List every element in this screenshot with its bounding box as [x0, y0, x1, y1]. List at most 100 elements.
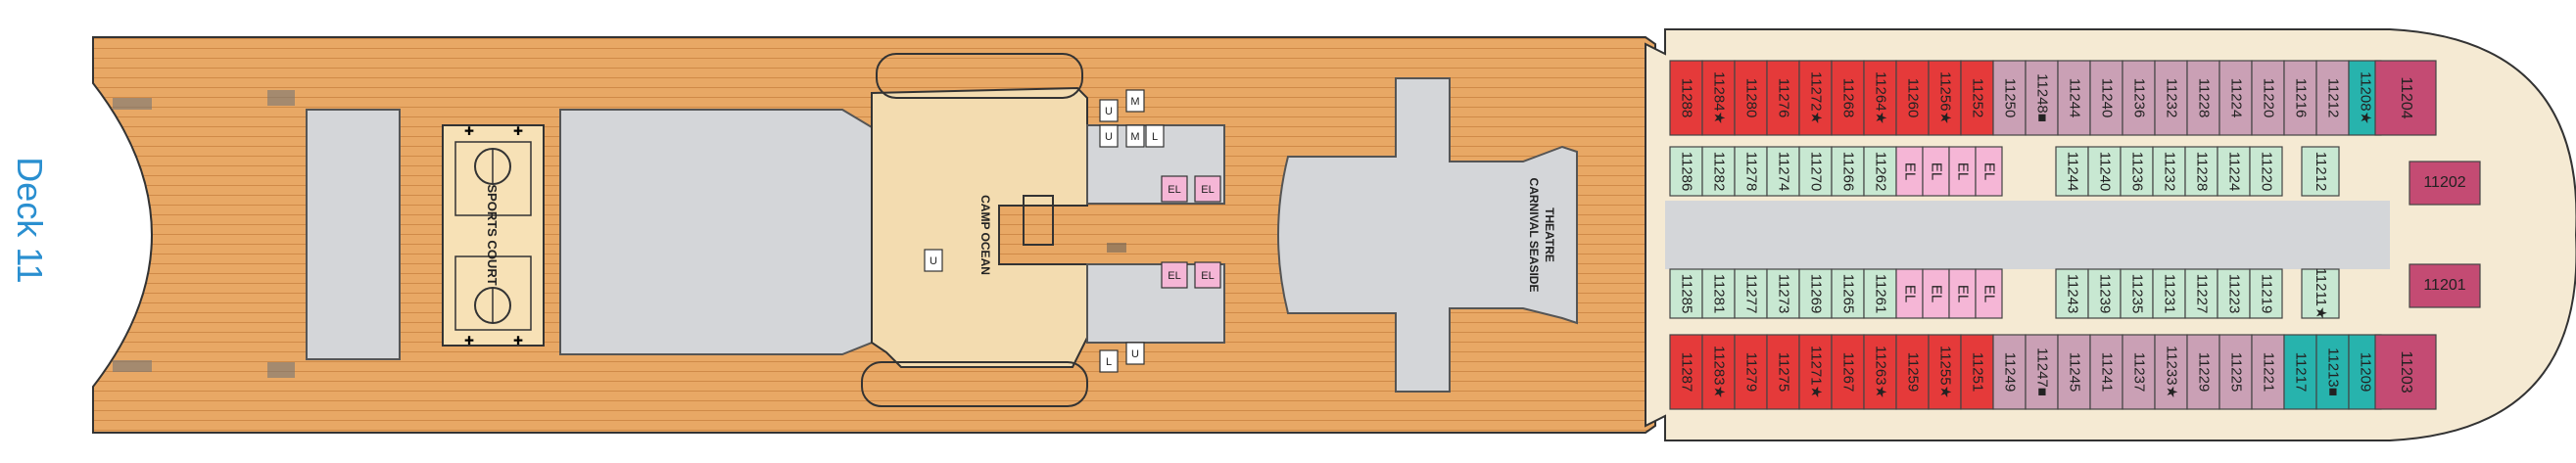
- cabin-11276[interactable]: 11276: [1766, 60, 1800, 136]
- cabin-11224[interactable]: 11224: [2218, 60, 2253, 136]
- cabin-11264★[interactable]: 11264★: [1863, 60, 1897, 136]
- cabin-11236[interactable]: 11236: [2120, 146, 2154, 197]
- cabin-number: 11249: [2002, 352, 2019, 393]
- cabin-11211★[interactable]: 11211★: [2301, 268, 2340, 320]
- cabin-number: 11203: [2398, 350, 2414, 393]
- cabin-11221[interactable]: 11221: [2251, 334, 2285, 410]
- cabin-number: 11237: [2131, 352, 2148, 393]
- cabin-11201[interactable]: 11201: [2409, 263, 2481, 308]
- cabin-11212[interactable]: 11212: [2315, 60, 2350, 136]
- cabin-11285[interactable]: 11285: [1669, 268, 1703, 319]
- cabin-11273[interactable]: 11273: [1766, 268, 1800, 319]
- cabin-11241[interactable]: 11241: [2089, 334, 2123, 410]
- cabin-11220[interactable]: 11220: [2251, 60, 2285, 136]
- cabin-11275[interactable]: 11275: [1766, 334, 1800, 410]
- cabin-11227[interactable]: 11227: [2184, 268, 2218, 319]
- cabin-number: 11220: [2261, 78, 2277, 118]
- cabin-11284★[interactable]: 11284★: [1701, 60, 1736, 136]
- cabin-EL[interactable]: EL: [1895, 146, 1924, 197]
- venue-hall: [559, 109, 873, 355]
- cabin-11268[interactable]: 11268: [1831, 60, 1865, 136]
- cabin-11256★[interactable]: 11256★: [1928, 60, 1962, 136]
- cabin-11272★[interactable]: 11272★: [1798, 60, 1833, 136]
- cabin-11281[interactable]: 11281: [1701, 268, 1736, 319]
- cabin-11287[interactable]: 11287: [1669, 334, 1703, 410]
- cabin-EL[interactable]: EL: [1948, 268, 1977, 319]
- cabin-11283★[interactable]: 11283★: [1701, 334, 1736, 410]
- cabin-number: 11233★: [2164, 346, 2180, 398]
- cabin-11247■[interactable]: 11247■: [2025, 334, 2059, 410]
- cabin-11259[interactable]: 11259: [1895, 334, 1930, 410]
- cabin-11245[interactable]: 11245: [2057, 334, 2091, 410]
- cabin-11212[interactable]: 11212: [2301, 146, 2340, 197]
- cabin-11216[interactable]: 11216: [2283, 60, 2317, 136]
- cabin-11220[interactable]: 11220: [2249, 146, 2283, 197]
- cabin-number: 11239: [2097, 274, 2114, 314]
- cabin-11278[interactable]: 11278: [1734, 146, 1768, 197]
- cabin-11279[interactable]: 11279: [1734, 334, 1768, 410]
- cabin-11271★[interactable]: 11271★: [1798, 334, 1833, 410]
- cabin-11249[interactable]: 11249: [1992, 334, 2027, 410]
- cabin-11282[interactable]: 11282: [1701, 146, 1736, 197]
- cabin-11255★[interactable]: 11255★: [1928, 334, 1962, 410]
- cabin-number: 11283★: [1711, 346, 1728, 398]
- cabin-11232[interactable]: 11232: [2154, 60, 2188, 136]
- cabin-number: 11274: [1776, 152, 1792, 192]
- cabin-11248■[interactable]: 11248■: [2025, 60, 2059, 136]
- cabin-11204[interactable]: 11204: [2374, 60, 2437, 136]
- cabin-11252[interactable]: 11252: [1960, 60, 1994, 136]
- cabin-11217[interactable]: 11217: [2283, 334, 2317, 410]
- cabin-11235[interactable]: 11235: [2120, 268, 2154, 319]
- cabin-number: 11264★: [1873, 71, 1889, 124]
- cabin-11262[interactable]: 11262: [1863, 146, 1897, 197]
- cabin-EL[interactable]: EL: [1895, 268, 1924, 319]
- cabin-11288[interactable]: 11288: [1669, 60, 1703, 136]
- cabin-11243[interactable]: 11243: [2055, 268, 2089, 319]
- cabin-11244[interactable]: 11244: [2057, 60, 2091, 136]
- cabin-11239[interactable]: 11239: [2087, 268, 2122, 319]
- cabin-number: 11228: [2196, 78, 2213, 118]
- cabin-EL[interactable]: EL: [1922, 146, 1950, 197]
- cabin-11240[interactable]: 11240: [2087, 146, 2122, 197]
- cabin-11236[interactable]: 11236: [2122, 60, 2156, 136]
- cabin-11233★[interactable]: 11233★: [2154, 334, 2188, 410]
- cabin-EL[interactable]: EL: [1975, 146, 2003, 197]
- cabin-11223[interactable]: 11223: [2217, 268, 2251, 319]
- cabin-11228[interactable]: 11228: [2186, 60, 2220, 136]
- cabin-11229[interactable]: 11229: [2186, 334, 2220, 410]
- cabin-number: 11252: [1970, 78, 1986, 118]
- cabin-EL[interactable]: EL: [1975, 268, 2003, 319]
- cabin-11280[interactable]: 11280: [1734, 60, 1768, 136]
- cabin-11250[interactable]: 11250: [1992, 60, 2027, 136]
- cabin-11263★[interactable]: 11263★: [1863, 334, 1897, 410]
- cabin-11228[interactable]: 11228: [2184, 146, 2218, 197]
- cabin-11251[interactable]: 11251: [1960, 334, 1994, 410]
- cabin-EL[interactable]: EL: [1948, 146, 1977, 197]
- cabin-11232[interactable]: 11232: [2152, 146, 2186, 197]
- cabin-11202[interactable]: 11202: [2409, 161, 2481, 206]
- cabin-11213■[interactable]: 11213■: [2315, 334, 2350, 410]
- cabin-11269[interactable]: 11269: [1798, 268, 1833, 319]
- cabin-11237[interactable]: 11237: [2122, 334, 2156, 410]
- cabin-11224[interactable]: 11224: [2217, 146, 2251, 197]
- cabin-11225[interactable]: 11225: [2218, 334, 2253, 410]
- cabin-11267[interactable]: 11267: [1831, 334, 1865, 410]
- cabin-11286[interactable]: 11286: [1669, 146, 1703, 197]
- cabin-11240[interactable]: 11240: [2089, 60, 2123, 136]
- cabin-11244[interactable]: 11244: [2055, 146, 2089, 197]
- cabin-11203[interactable]: 11203: [2374, 334, 2437, 410]
- cabin-11231[interactable]: 11231: [2152, 268, 2186, 319]
- cabin-11270[interactable]: 11270: [1798, 146, 1833, 197]
- cabin-11266[interactable]: 11266: [1831, 146, 1865, 197]
- cabin-number: 11269: [1808, 274, 1825, 314]
- cabin-11265[interactable]: 11265: [1831, 268, 1865, 319]
- facility-label: EL: [1168, 184, 1180, 196]
- cabin-11274[interactable]: 11274: [1766, 146, 1800, 197]
- cabin-11261[interactable]: 11261: [1863, 268, 1897, 319]
- cabin-number: 11251: [1970, 352, 1986, 393]
- cabin-number: 11284★: [1711, 71, 1728, 124]
- cabin-11260[interactable]: 11260: [1895, 60, 1930, 136]
- cabin-11277[interactable]: 11277: [1734, 268, 1768, 319]
- cabin-EL[interactable]: EL: [1922, 268, 1950, 319]
- cabin-11219[interactable]: 11219: [2249, 268, 2283, 319]
